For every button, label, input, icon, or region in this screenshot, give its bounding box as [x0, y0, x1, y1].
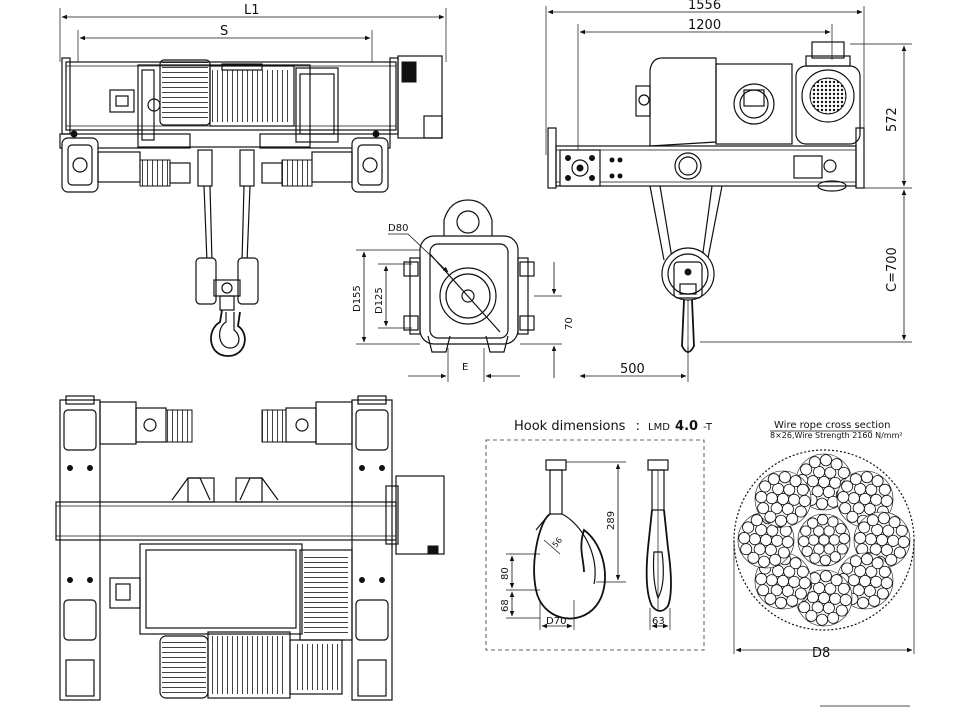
- dim-572-label: 572: [885, 107, 900, 132]
- plan-view: [55, 395, 445, 701]
- rope-title: Wire rope cross section: [774, 420, 890, 431]
- wire-rope-section: Wire rope cross section 8×26,Wire Streng…: [733, 420, 915, 661]
- rope-strand: [853, 511, 911, 569]
- dim-d125-label: D125: [374, 287, 385, 314]
- rope-core-strand: [797, 513, 851, 567]
- hook-dim-289-label: 289: [606, 511, 617, 530]
- dim-1556-label: 1556: [688, 0, 721, 13]
- rope-strands: [737, 453, 911, 627]
- dim-1200-label: 1200: [688, 18, 721, 33]
- hook-title: Hook dimensions : LMD 4.0 -T: [514, 415, 713, 434]
- dim-d155-label: D155: [352, 285, 363, 312]
- rope-strand: [836, 470, 894, 528]
- side-view: 1556 1200: [545, 0, 912, 382]
- rope-strand: [754, 470, 812, 528]
- rope-dim-d8-label: D8: [812, 646, 830, 661]
- dim-e-label: E: [462, 362, 468, 373]
- block-detail: D80 D155 D125 70 E: [352, 199, 575, 382]
- rope-subtitle: 8×26,Wire Strength 2160 N/mm²: [770, 431, 903, 440]
- hook-dim-80-label: 80: [500, 567, 511, 580]
- hook-dim-68-label: 68: [500, 599, 511, 612]
- hook-dim-63-label: 63: [652, 616, 665, 627]
- dim-l1-label: L1: [244, 3, 260, 18]
- front-view: L1 S: [59, 3, 447, 357]
- dim-500-label: 500: [620, 362, 645, 377]
- dim-70-label: 70: [564, 317, 575, 330]
- dim-d80-label: D80: [388, 223, 408, 234]
- dim-s-label: S: [220, 24, 228, 39]
- hook-dimensions-panel: Hook dimensions : LMD 4.0 -T 56 289 80 6…: [485, 415, 713, 651]
- dim-c700-label: C=700: [885, 247, 900, 292]
- hook-dim-d70-label: D70: [546, 616, 566, 627]
